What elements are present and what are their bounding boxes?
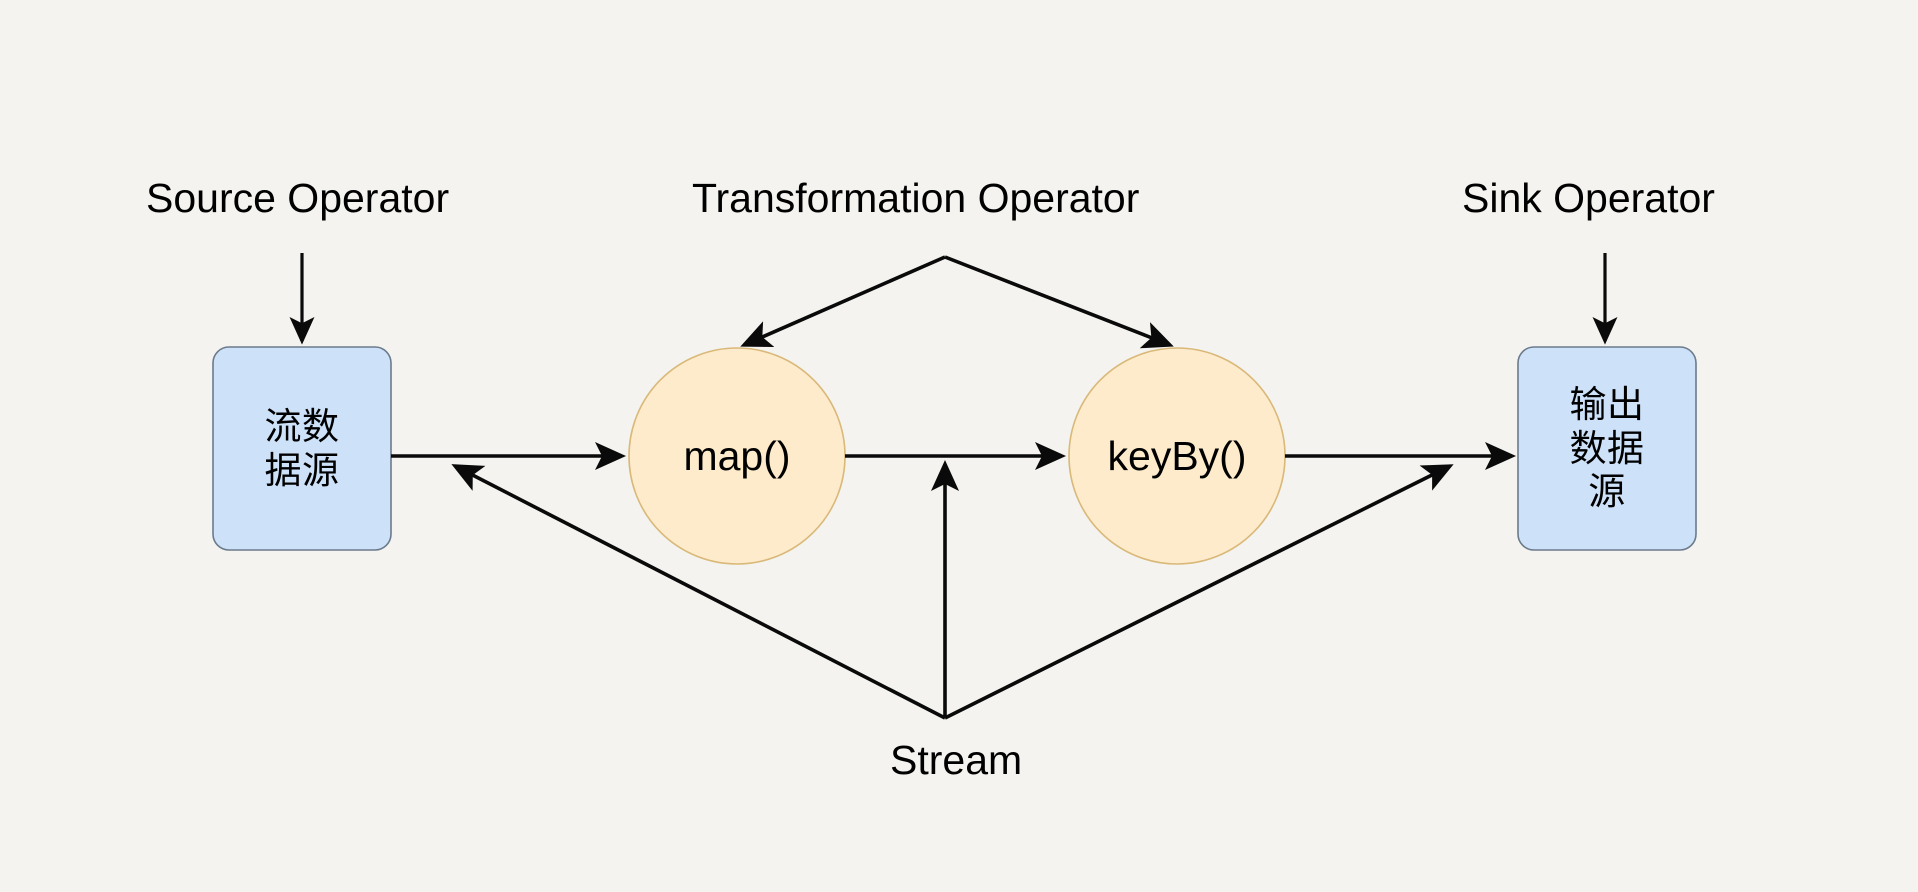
node-shape-sink[interactable] xyxy=(1517,346,1697,551)
edge-stream-to-source-map-edge xyxy=(451,464,946,720)
annotation-stream: Stream xyxy=(890,737,1023,783)
annotation-transformation-operator: Transformation Operator xyxy=(692,175,1140,221)
node-shape-map[interactable] xyxy=(628,347,846,565)
edge-transformation-to-keyby xyxy=(944,255,1174,349)
annotation-sink-operator: Sink Operator xyxy=(1462,175,1715,221)
edge-transformation-to-map xyxy=(740,255,946,348)
node-shape-source[interactable] xyxy=(212,346,392,551)
annotation-source-operator: Source Operator xyxy=(146,175,450,221)
node-shape-keyby[interactable] xyxy=(1068,347,1286,565)
edge-stream-to-keyby-sink-edge xyxy=(944,464,1454,720)
